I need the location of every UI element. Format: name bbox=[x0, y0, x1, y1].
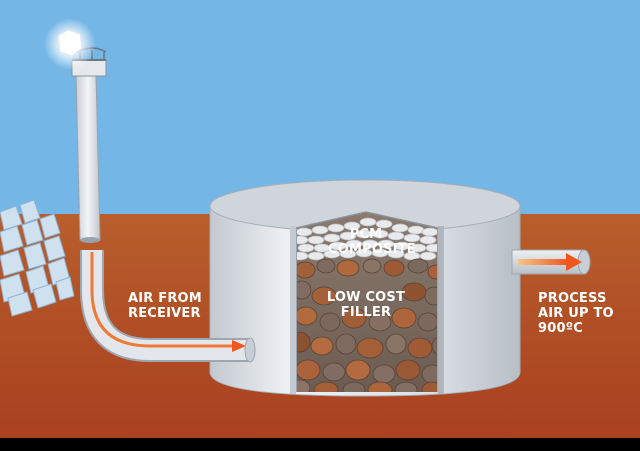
bottom-strip bbox=[0, 438, 640, 446]
solar-tower-icon bbox=[44, 18, 107, 243]
outlet-pipe bbox=[511, 249, 591, 275]
flow-arrow-icon bbox=[566, 253, 582, 271]
sky bbox=[0, 0, 640, 216]
air-from-receiver-label: AIR FROM RECEIVER bbox=[128, 291, 202, 321]
storage-tank-icon bbox=[209, 179, 521, 397]
process-air-label: PROCESS AIR UP TO 900ºC bbox=[538, 291, 614, 336]
inlet-pipe bbox=[80, 250, 256, 363]
heliostat-field-icon bbox=[0, 199, 75, 317]
pcm-composite-label: PCM COMPOSITE bbox=[328, 227, 416, 257]
low-cost-filler-label: LOW COST FILLER bbox=[326, 290, 406, 320]
flow-arrow-icon bbox=[232, 340, 246, 352]
